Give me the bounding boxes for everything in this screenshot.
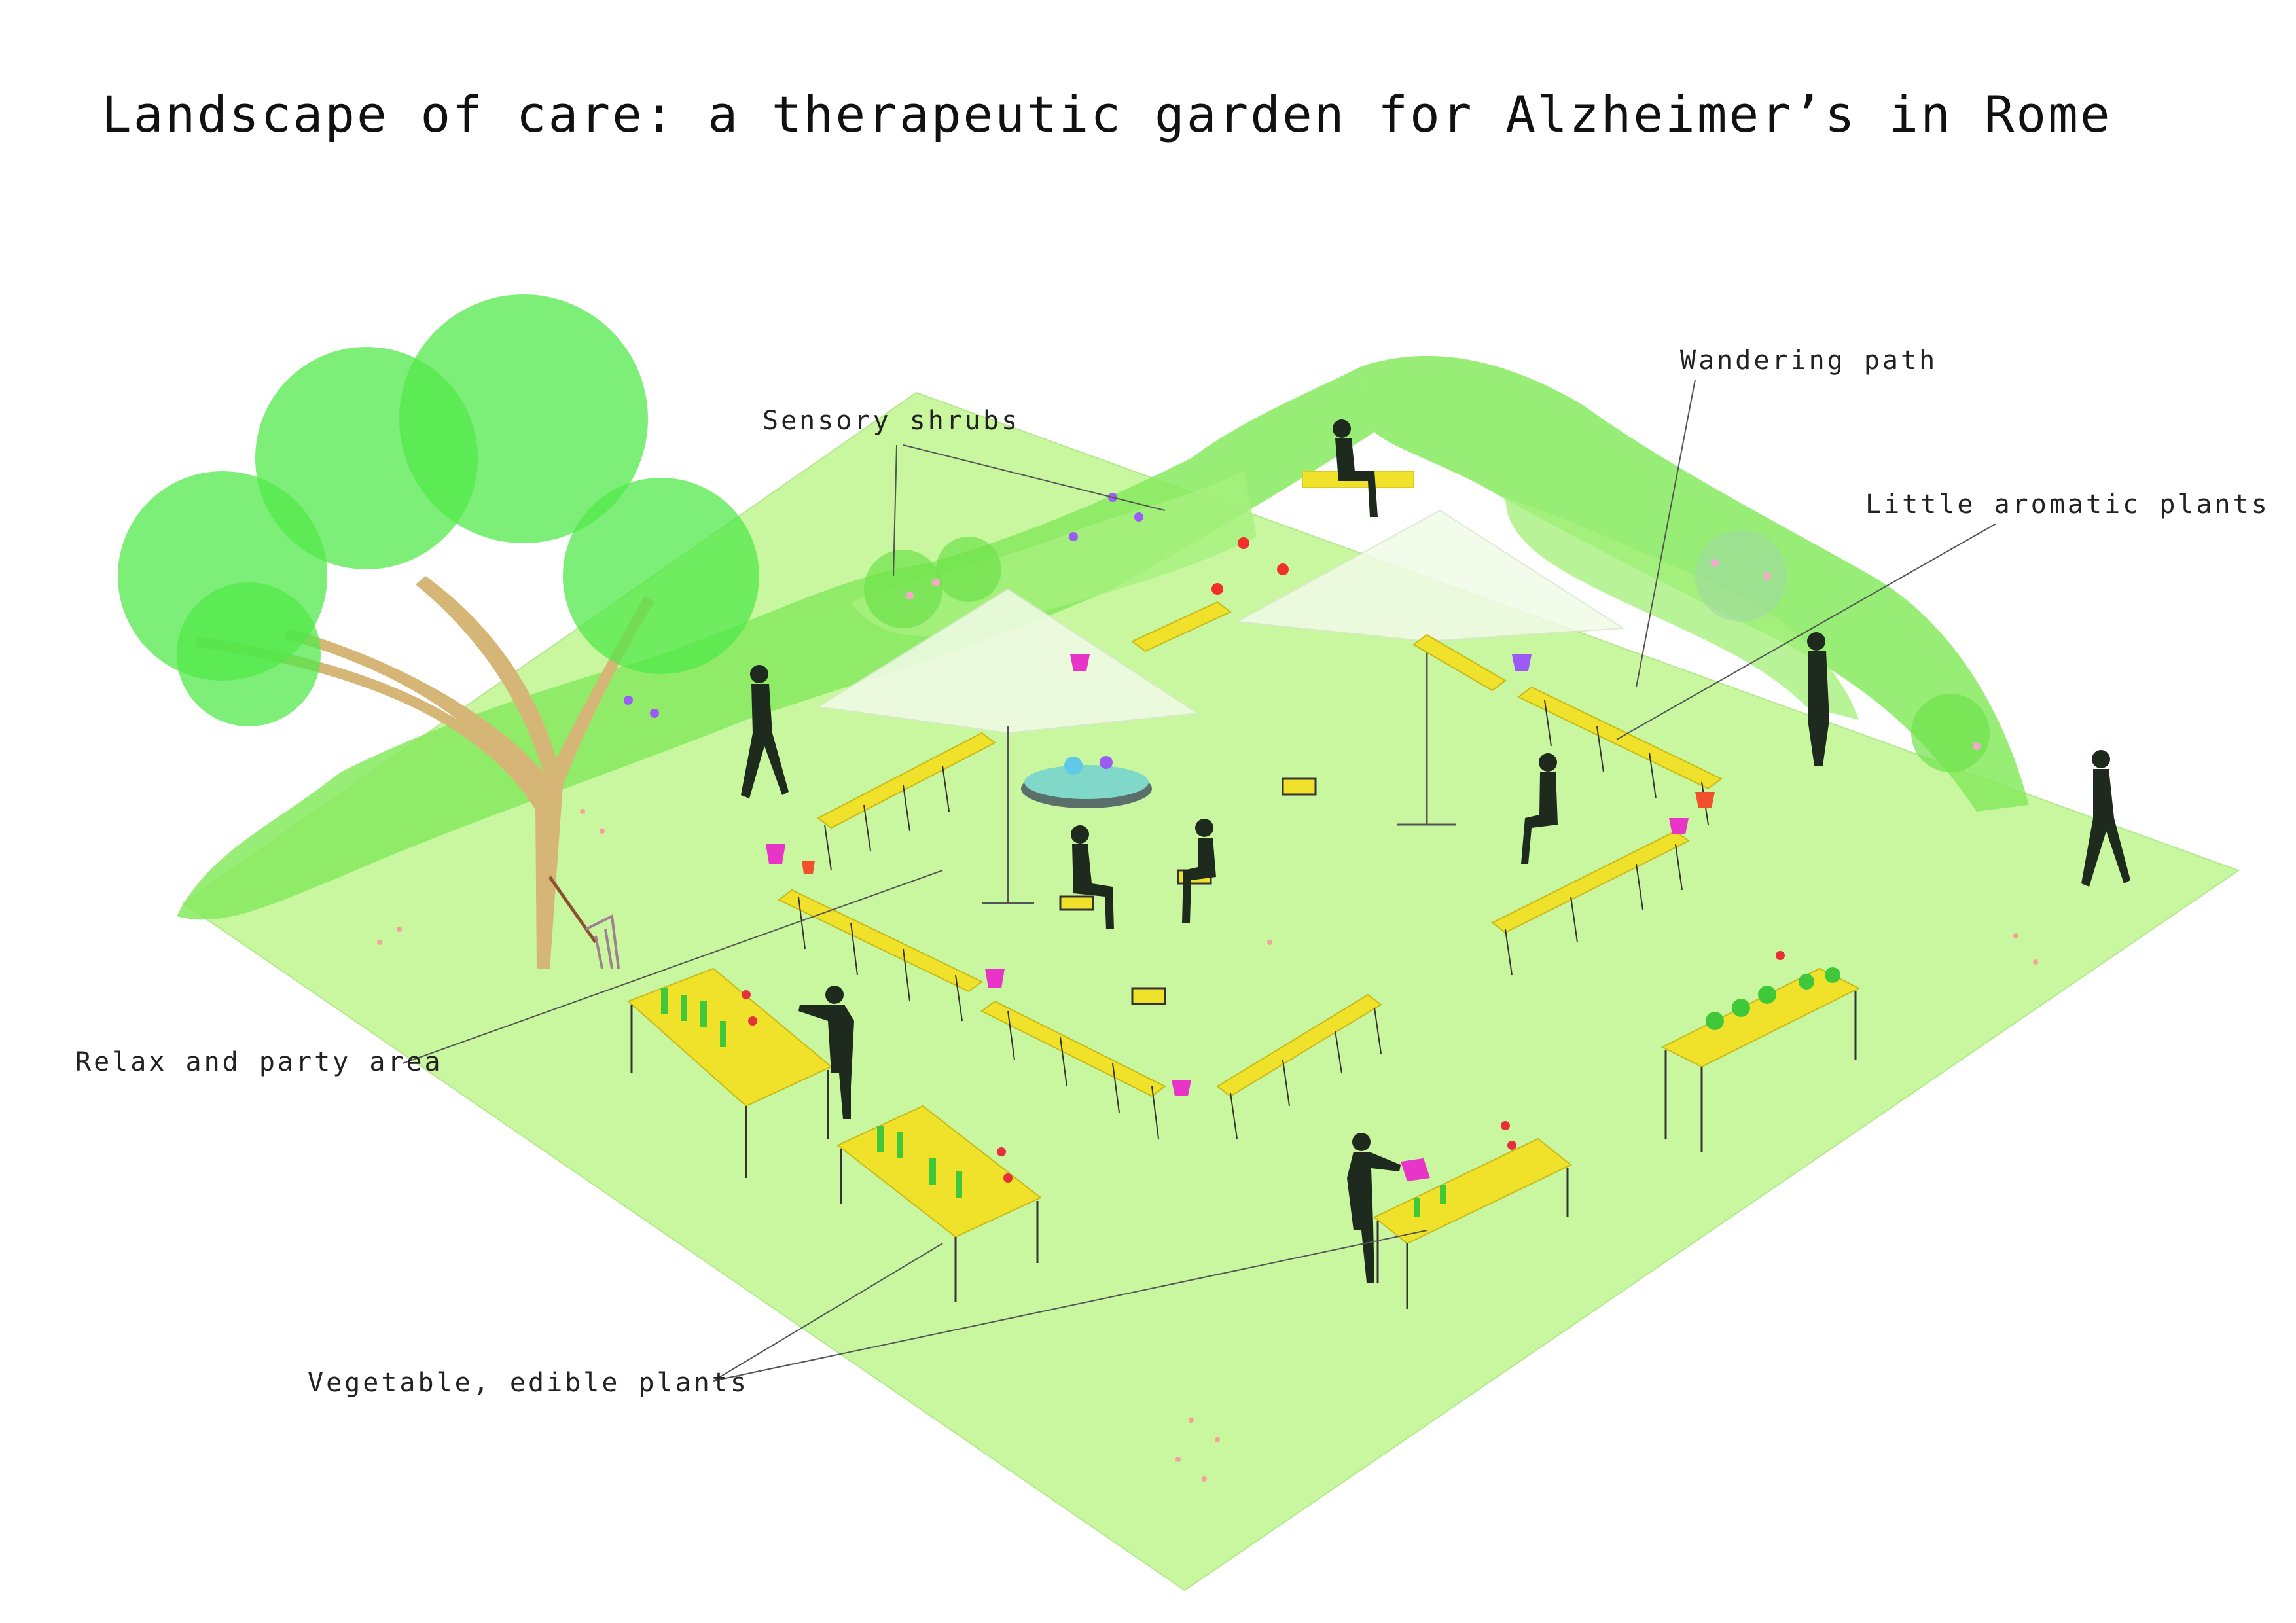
label-relax-area: Relax and party area [75, 1047, 443, 1077]
lawn-ground [182, 391, 2240, 1592]
umbrella-left [816, 588, 1200, 904]
shrub-flowers [624, 493, 1990, 772]
umbrella-right [1234, 509, 1626, 826]
tree [118, 294, 759, 969]
vegetable-tables [627, 951, 1861, 1309]
label-sensory-shrubs: Sensory shrubs [762, 406, 1020, 436]
leader-lines [402, 379, 1997, 1382]
lawn-flowers [377, 809, 2038, 1482]
label-vegetable-plants: Vegetable, edible plants [308, 1368, 749, 1398]
label-wandering-path: Wandering path [1680, 346, 1938, 376]
planter-legs [798, 700, 1709, 1139]
fountain [1021, 756, 1152, 808]
label-aromatic-plants: Little aromatic plants [1865, 490, 2270, 520]
hedge-left [177, 366, 1374, 920]
figures [741, 419, 2130, 1283]
page-title: Landscape of care: a therapeutic garden … [101, 85, 2112, 143]
flower-pots [766, 654, 1715, 1096]
